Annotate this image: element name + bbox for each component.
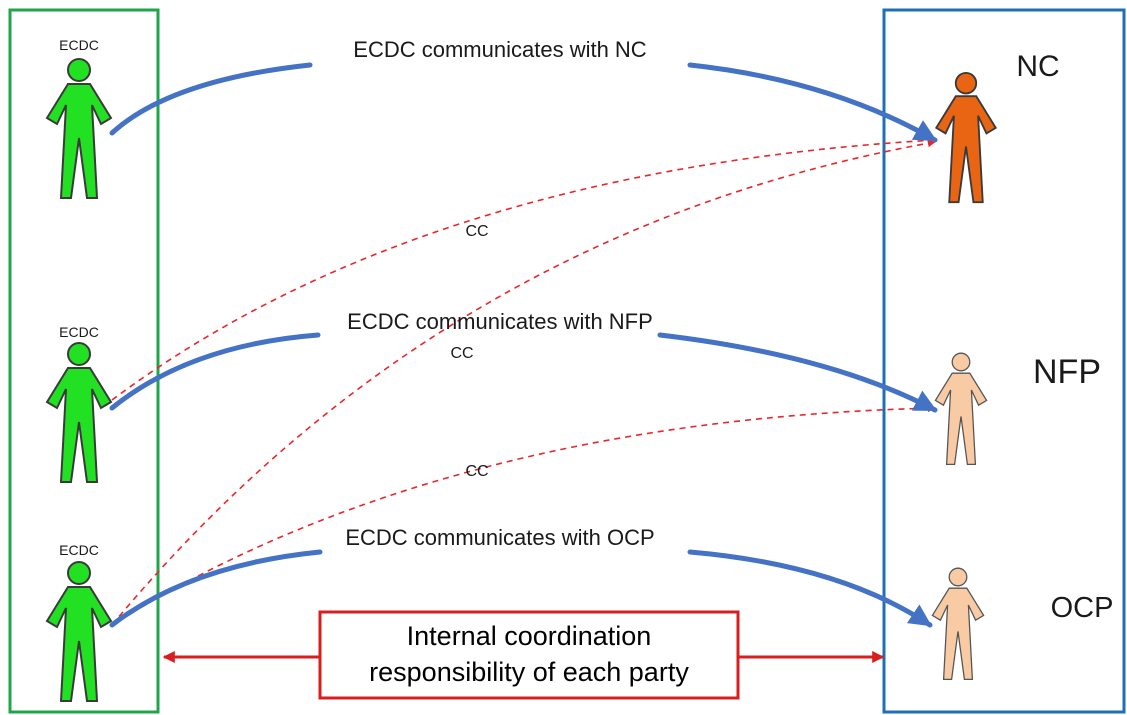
comm-label-ocp: ECDC communicates with OCP <box>345 525 654 550</box>
comm-label-nfp: ECDC communicates with NFP <box>347 309 653 334</box>
ecdc-label-2: ECDC <box>59 324 99 340</box>
cc-arrow-ecdc3-nfp <box>111 404 936 626</box>
ecdc-person-icon-1 <box>46 58 112 199</box>
ecdc-label-1: ECDC <box>59 37 99 53</box>
cc-arrow-ecdc3-nc <box>111 139 936 626</box>
cc-label-1: CC <box>465 223 488 240</box>
nfp-person-icon <box>934 352 988 466</box>
cc-arrow-ecdc2-nc <box>111 136 936 401</box>
comm-arrow-nfp-end <box>657 332 938 413</box>
nfp-label: NFP <box>1033 353 1101 391</box>
comm-arrow-nc-end <box>687 62 938 143</box>
ocp-label: OCP <box>1051 592 1114 624</box>
coordination-box <box>318 610 740 700</box>
comm-arrow-nc-start <box>109 62 313 136</box>
coordination-text-line2: responsibility of each party <box>369 657 689 687</box>
cc-label-2: CC <box>450 345 473 362</box>
comm-arrow-ocp-end <box>687 549 933 628</box>
country-frame <box>882 8 1126 714</box>
cc-label-3: CC <box>465 463 488 480</box>
ocp-person-icon <box>931 567 985 681</box>
ecdc-person-icon-2 <box>46 342 112 483</box>
ecdc-person-icon-3 <box>46 561 112 702</box>
ecdc-frame <box>8 8 160 714</box>
comm-label-nc: ECDC communicates with NC <box>353 37 647 62</box>
nc-person-icon <box>935 72 997 204</box>
comm-arrow-ocp-start <box>109 549 323 628</box>
coordination-text-line1: Internal coordination <box>407 621 652 651</box>
comm-arrow-nfp-start <box>109 332 321 411</box>
ecdc-label-3: ECDC <box>59 542 99 558</box>
nc-label: NC <box>1016 50 1059 83</box>
